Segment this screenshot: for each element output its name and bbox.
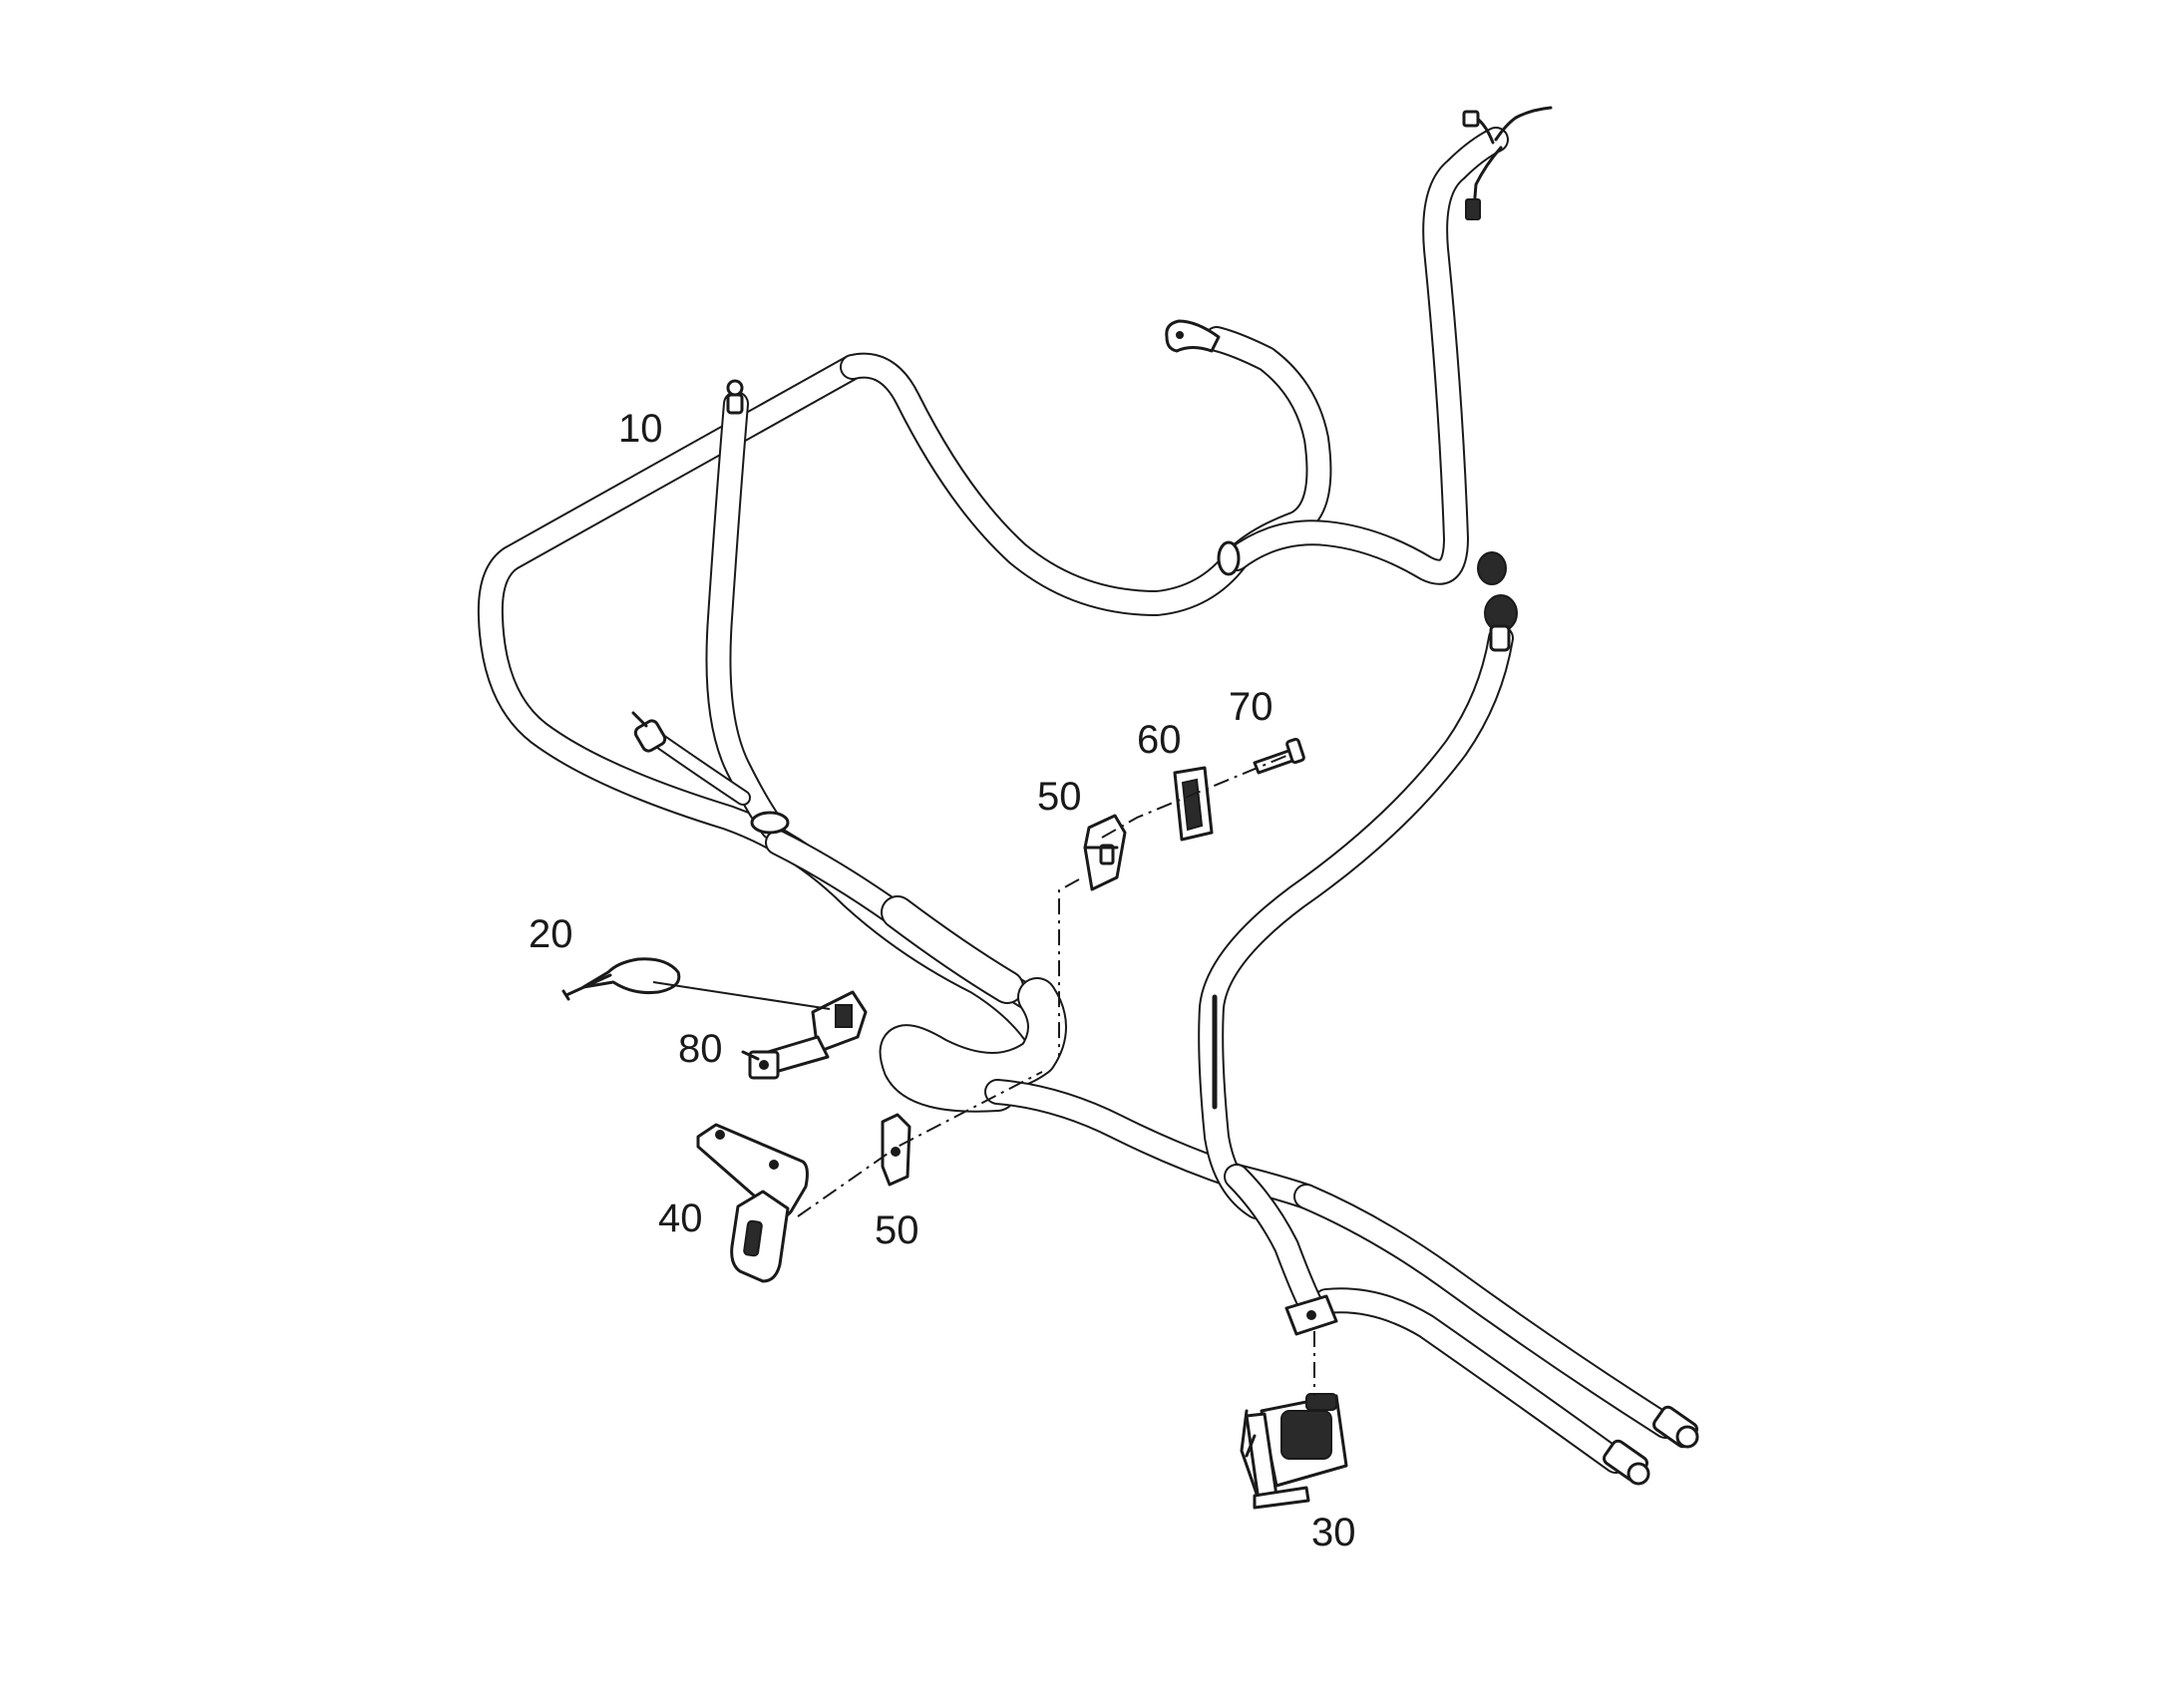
bracket bbox=[696, 1123, 809, 1283]
callout-70: 70 bbox=[1229, 685, 1273, 729]
relay bbox=[1240, 1393, 1348, 1510]
callout-30: 30 bbox=[1311, 1511, 1356, 1554]
holder bbox=[741, 990, 868, 1080]
clamp-upper bbox=[1083, 814, 1127, 891]
callout-40: 40 bbox=[658, 1196, 703, 1240]
gasket bbox=[1173, 766, 1214, 842]
callout-50-upper: 50 bbox=[1037, 775, 1082, 819]
bolt bbox=[1253, 737, 1305, 775]
callout-20: 20 bbox=[529, 912, 573, 956]
assembly-lines bbox=[652, 755, 1315, 1396]
callout-60: 60 bbox=[1137, 718, 1182, 762]
callout-80: 80 bbox=[678, 1027, 723, 1071]
callout-50-lower: 50 bbox=[875, 1208, 919, 1252]
cable-tie bbox=[561, 957, 681, 1001]
callout-10: 10 bbox=[618, 407, 663, 451]
callout-labels: 10 20 30 40 50 50 60 70 80 bbox=[529, 407, 1356, 1554]
clamp-lower bbox=[881, 1113, 911, 1187]
cable-harness bbox=[477, 106, 1699, 1486]
